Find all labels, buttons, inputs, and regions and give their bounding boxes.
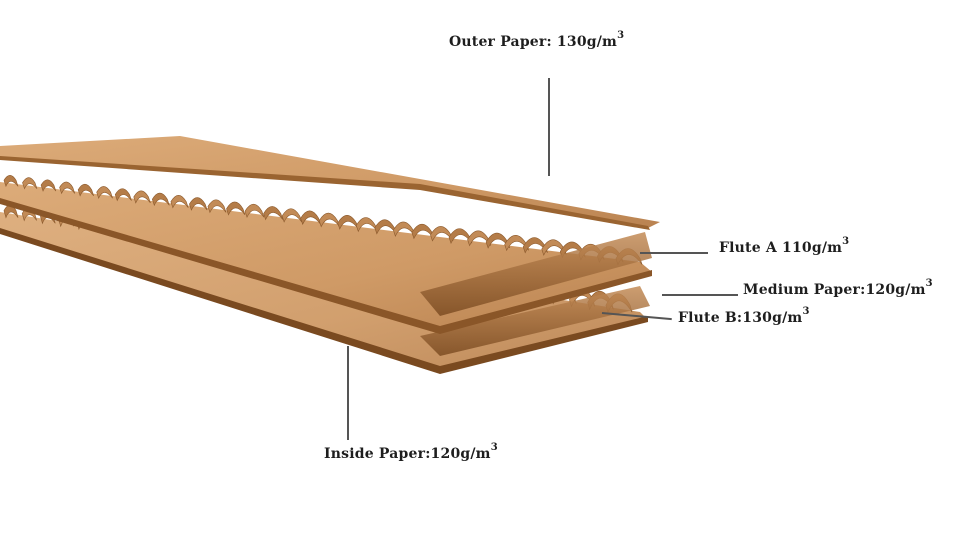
inside-paper-label-text: Inside Paper:120g/m bbox=[324, 446, 491, 462]
outer-paper-label: Outer Paper: 130g/m3 bbox=[449, 34, 624, 50]
medium-paper-label: Medium Paper:120g/m3 bbox=[743, 282, 933, 298]
medium-paper-leader bbox=[662, 294, 738, 296]
inside-paper-leader bbox=[347, 346, 349, 440]
flute-a-label-exponent: 3 bbox=[842, 236, 849, 247]
inside-paper-label: Inside Paper:120g/m3 bbox=[324, 446, 498, 462]
inside-paper-label-exponent: 3 bbox=[491, 442, 498, 453]
medium-paper-label-text: Medium Paper:120g/m bbox=[743, 282, 926, 298]
medium-paper-label-exponent: 3 bbox=[926, 278, 933, 289]
outer-paper-label-text: Outer Paper: 130g/m bbox=[449, 34, 617, 50]
flute-b-label-text: Flute B:130g/m bbox=[678, 310, 802, 326]
flute-a-label: Flute A 110g/m3 bbox=[719, 240, 849, 256]
flute-a-label-text: Flute A 110g/m bbox=[719, 240, 842, 256]
outer-paper-label-exponent: 3 bbox=[617, 30, 624, 41]
outer-paper-leader bbox=[548, 78, 550, 176]
flute-b-label: Flute B:130g/m3 bbox=[678, 310, 810, 326]
flute-a-leader bbox=[640, 252, 708, 254]
flute-b-label-exponent: 3 bbox=[802, 306, 809, 317]
